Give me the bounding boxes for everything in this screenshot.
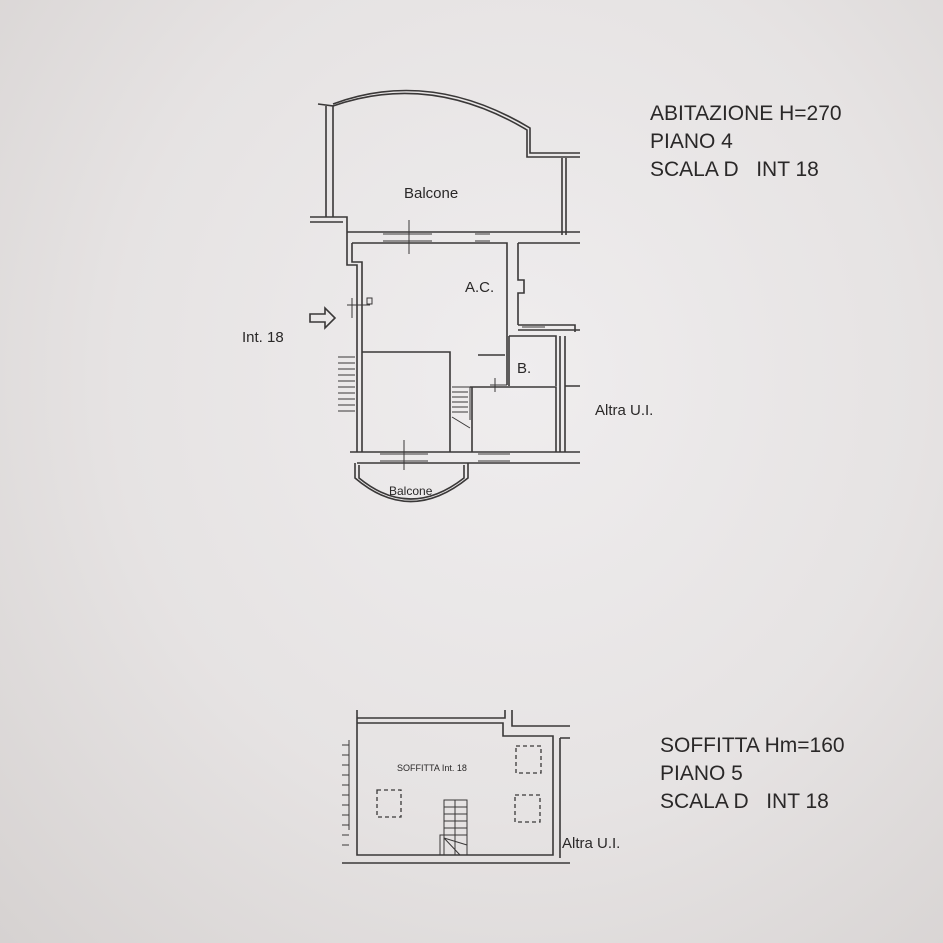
floor5-plan: SOFFITTA Int. 18 Altra U.I. (342, 710, 620, 864)
heading-line: SCALA D INT 18 (650, 158, 819, 181)
attic-room-label: SOFFITTA Int. 18 (397, 763, 467, 773)
windows (347, 220, 545, 470)
floor5-heading: SOFFITTA Hm=160 PIANO 5 SCALA D INT 18 (660, 734, 845, 813)
entrance-arrow-icon (309, 306, 337, 330)
neighbor-label: Altra U.I. (595, 402, 653, 419)
heading-line: PIANO 4 (650, 130, 733, 153)
stairs (338, 356, 507, 429)
floor4-plan: Balcone A.C. B. Balcone Int. 18 Altra U.… (242, 89, 653, 503)
skylight (515, 745, 542, 774)
balcony-top-label: Balcone (404, 185, 458, 202)
skylight (514, 794, 541, 823)
balcony-bottom-walls (354, 463, 469, 503)
heading-line: SOFFITTA Hm=160 (660, 734, 845, 757)
balcony-bottom-label: Balcone (389, 484, 433, 498)
apartment-walls (346, 231, 580, 464)
neighbor-label: Altra U.I. (562, 835, 620, 852)
bath-label: B. (517, 360, 531, 377)
heading-line: SCALA D INT 18 (660, 790, 829, 813)
heading-line: ABITAZIONE H=270 (650, 102, 842, 125)
attic-stairs (439, 799, 468, 856)
balcony-top-walls (310, 89, 580, 235)
skylight (376, 789, 402, 818)
heading-line: PIANO 5 (660, 762, 743, 785)
living-room-label: A.C. (465, 279, 494, 296)
floor4-heading: ABITAZIONE H=270 PIANO 4 SCALA D INT 18 (650, 102, 842, 181)
entrance-label: Int. 18 (242, 329, 284, 346)
